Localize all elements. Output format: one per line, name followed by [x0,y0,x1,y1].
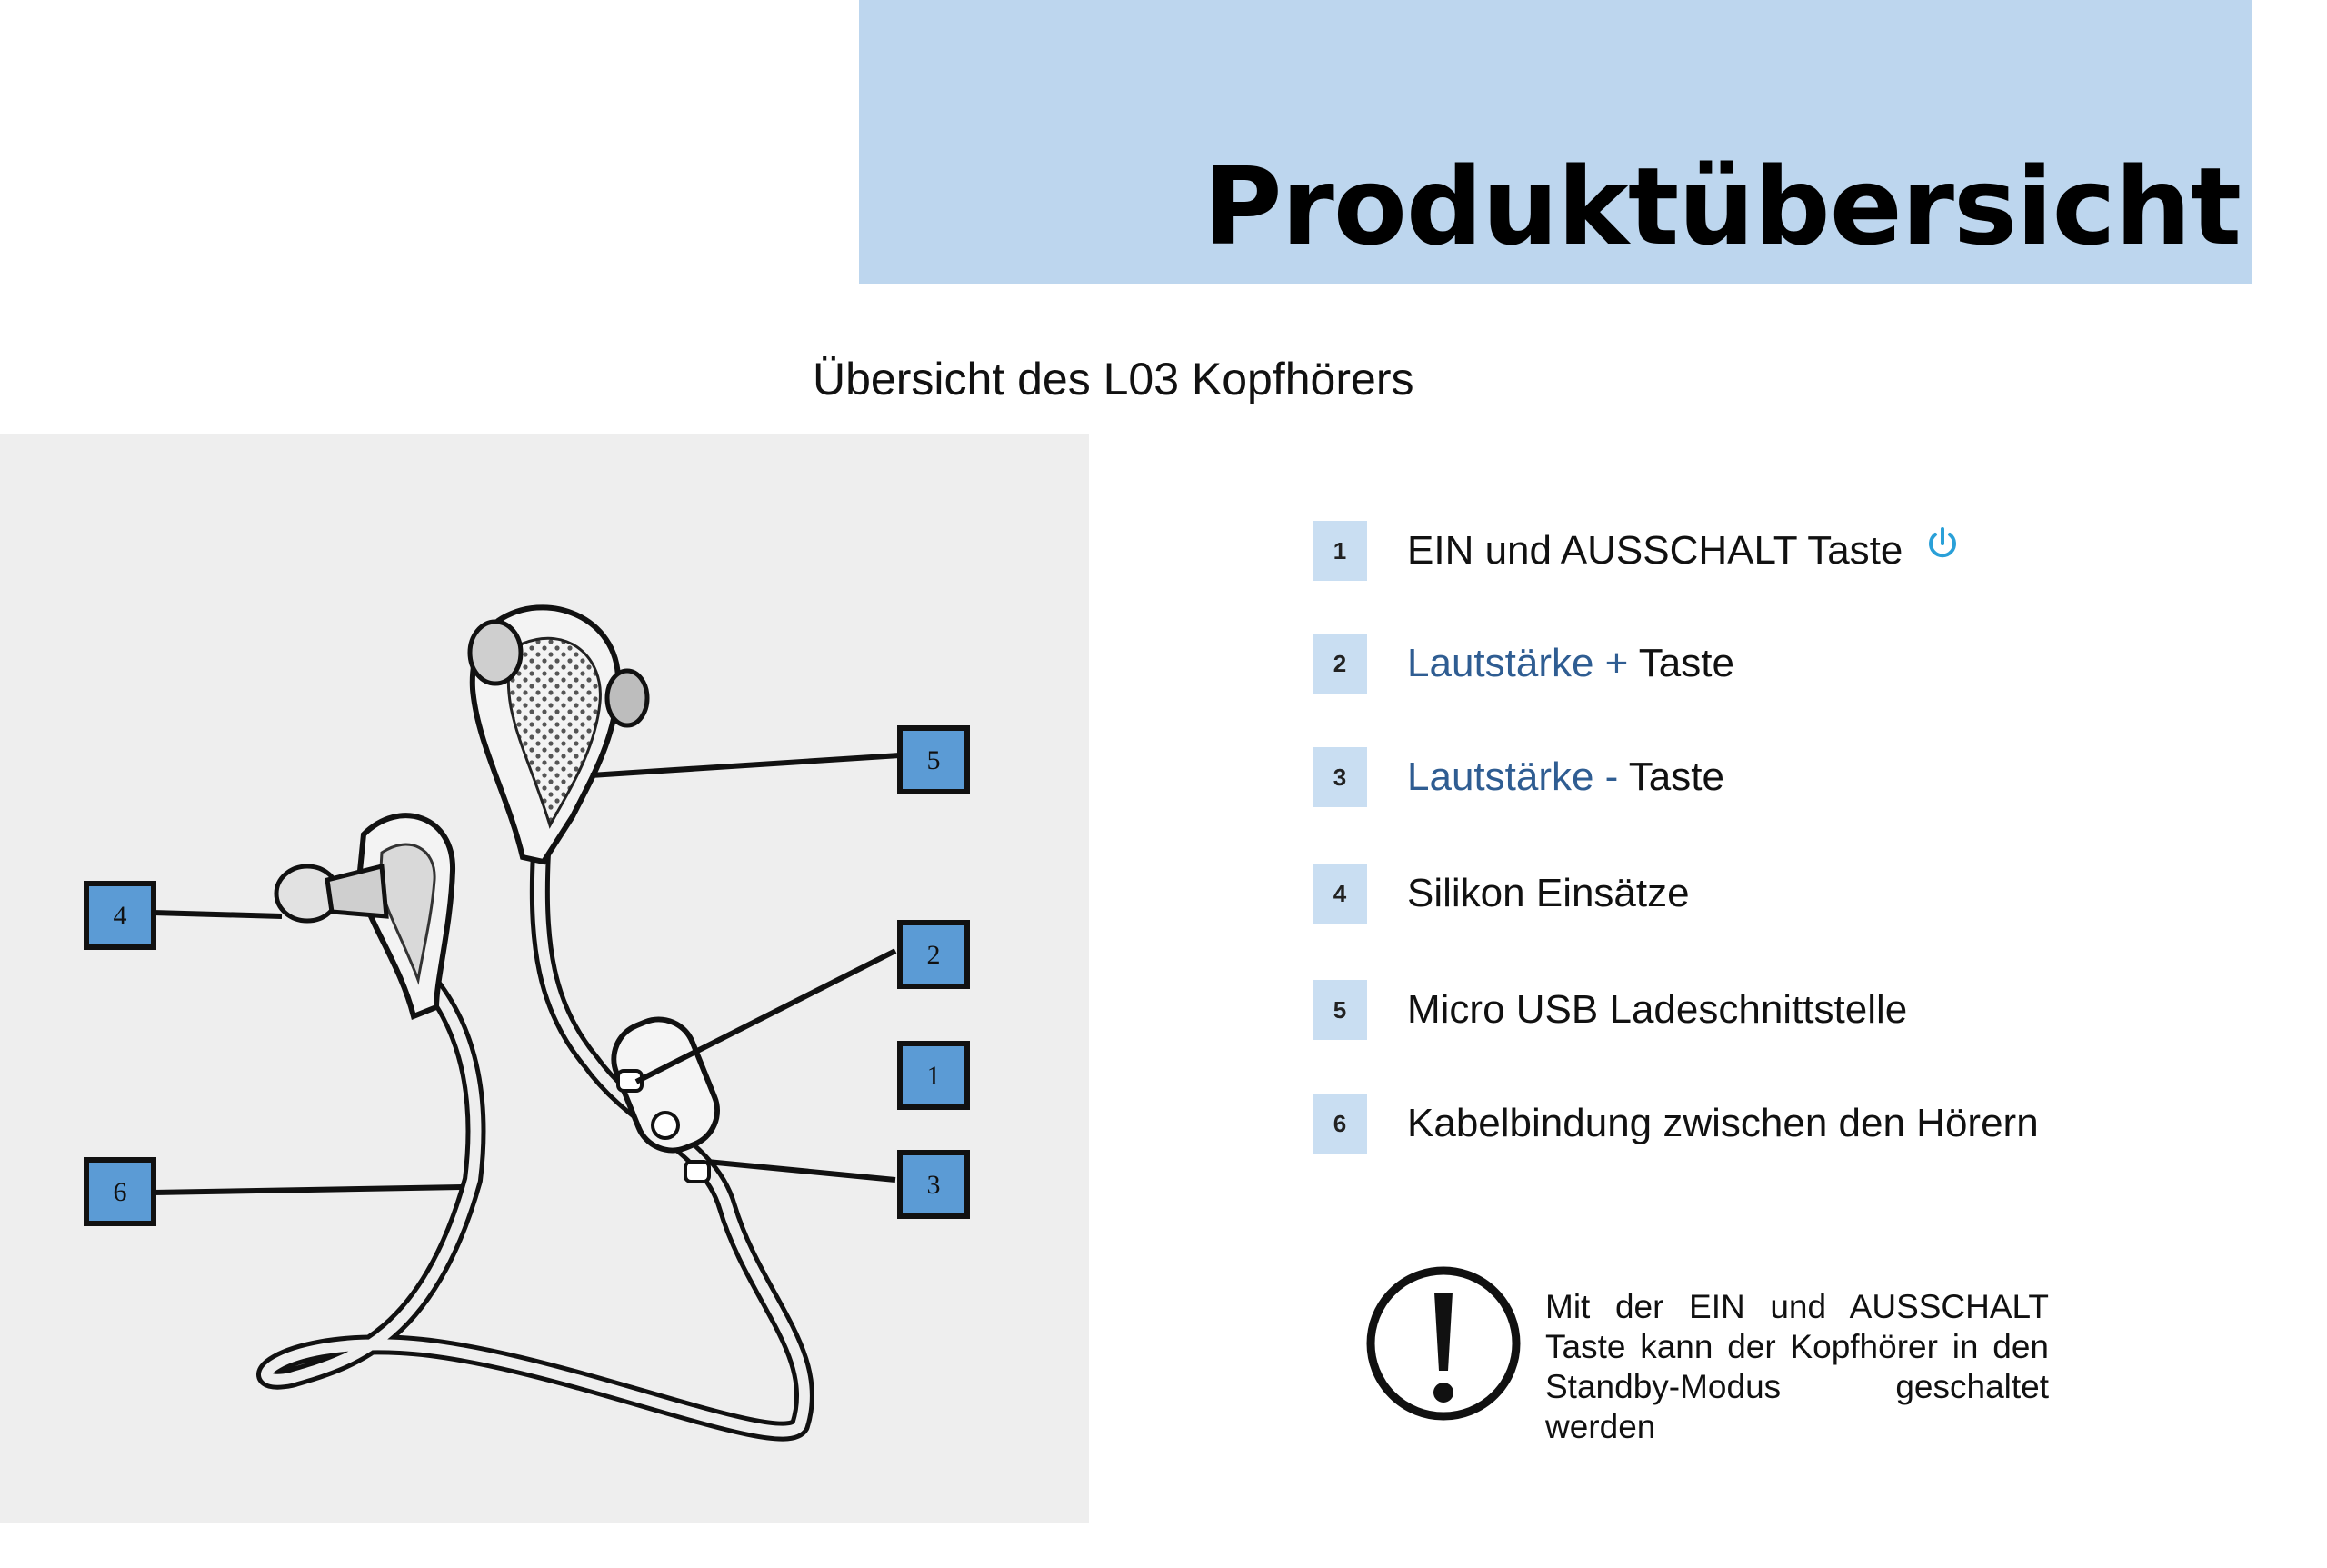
legend-number: 6 [1313,1094,1367,1154]
callout-5-label: 5 [927,745,941,775]
callout-3-label: 3 [927,1170,941,1200]
diagram-subtitle: Übersicht des L03 Kopfhörers [813,354,1414,404]
callout-5: 5 [897,725,970,794]
callout-3: 3 [897,1150,970,1219]
callout-6-label: 6 [114,1177,127,1207]
legend-number: 1 [1313,521,1367,581]
legend-label-rest: Taste [1628,641,1734,685]
legend-label: Kabelbindung zwischen den Hörern [1407,1101,2039,1145]
callout-2-label: 2 [927,940,941,970]
callout-1: 1 [897,1041,970,1110]
legend-number: 4 [1313,864,1367,924]
legend-label: EIN und AUSSCHALT Taste [1407,528,1903,573]
legend-label-colored: Lautstärke + [1407,641,1629,685]
left-earpiece [274,813,456,1021]
legend-number: 5 [1313,980,1367,1040]
callout-6: 6 [84,1157,156,1226]
legend-label: Silikon Einsätze [1407,871,1690,915]
title-band: Produktübersicht [859,0,2252,284]
legend-label-rest: Taste [1618,754,1724,799]
legend-number: 3 [1313,747,1367,807]
standby-note: Mit der EIN und AUSSCHALT Taste kann der… [1545,1288,2049,1445]
legend-label: Micro USB Ladeschnittstelle [1407,987,1908,1032]
legend-number: 2 [1313,634,1367,694]
right-earpiece [467,604,650,865]
page-title: Produktübersicht [1203,144,2242,269]
callout-2: 2 [897,920,970,989]
exclamation-icon [1363,1263,1523,1428]
power-icon [1926,525,1959,572]
legend-label-colored: Lautstärke - [1407,754,1619,799]
headphone-diagram: 5 4 2 1 6 3 [0,434,1089,1523]
callout-4: 4 [84,881,156,950]
headphone-sketch: 5 4 2 1 6 3 [84,604,970,1442]
callout-1-label: 1 [927,1061,941,1091]
callout-4-label: 4 [114,901,127,931]
